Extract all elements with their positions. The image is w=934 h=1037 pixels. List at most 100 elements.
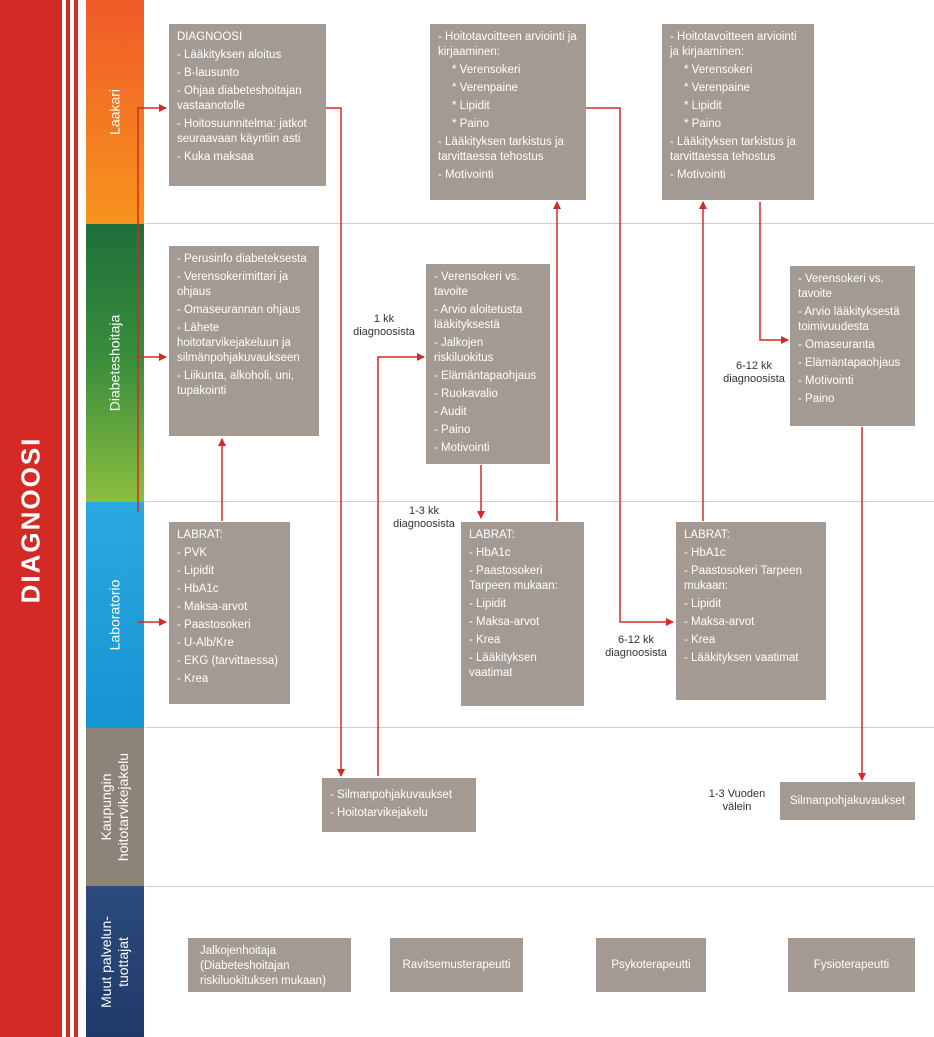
list-item: - HbA1c [684,547,726,559]
list-item: - Paino [434,424,471,436]
list-item: - Omaseuranta [798,339,875,351]
list-item: - Elämäntapaohjaus [434,370,537,382]
box-header: DIAGNOOSI [177,31,243,43]
box-laakari-eval-1: - Hoitotavoitteen arviointi ja kirjaamin… [430,24,586,200]
box-hoitaja-followup-2: - Verensokeri vs. tavoite - Arvio lääkit… [790,266,915,426]
side-stripe [74,0,78,1037]
list-item: * Verenpaine [684,82,750,94]
list-item: - Hoitosuunnitelma: jatkot seuraavaan kä… [177,118,307,145]
box-laakari-eval-2: - Hoitotavoitteen arviointi ja kirjaamin… [662,24,814,200]
lane-divider [145,727,934,728]
arrow-to-diagnosis [137,104,167,512]
box-lab-3: LABRAT: - HbA1c - Paastosokeri Tarpeen m… [676,522,826,700]
side-title-bar: DIAGNOOSI [0,0,62,1037]
list-item: - Maksa-arvot [469,616,540,628]
list-item: - Kuka maksaa [177,151,254,163]
note-1-3-vuoden: 1-3 Vuoden välein [708,788,766,813]
list-item: - Lipidit [684,598,722,610]
list-item: - Lääkityksen tarkistus ja tarvittaessa … [438,136,564,163]
box-header: LABRAT: [684,529,730,541]
box-jakelu-1: - Silmanpohjakuvaukset - Hoitotarvikejak… [322,778,476,832]
list-item: - Lääkityksen aloitus [177,49,282,61]
list-item: - Lääkityksen vaatimat [469,652,537,679]
list-item: * Verenpaine [452,82,518,94]
lane-divider [145,501,934,502]
lane-laboratorio: Laboratorio [86,502,144,728]
note-6-12kk-b: 6-12 kk diagnoosista [723,360,785,385]
box-hoitaja-followup-1: - Verensokeri vs. tavoite - Arvio aloite… [426,264,550,464]
list-item: - Maksa-arvot [177,601,248,613]
list-item: - Lipidit [177,565,215,577]
lane-muut-palveluntuottajat: Muut palvelun-tuottajat [86,886,144,1037]
arrow-diagnosis-to-jakelu [326,107,345,777]
list-item: - Hoitotavoitteen arviointi ja kirjaamin… [670,31,797,58]
list-item: - U-Alb/Kre [177,637,234,649]
box-text: Psykoterapeutti [611,958,691,971]
list-item: - Lähete hoitotarvikejakeluun ja silmänp… [177,322,300,364]
note-1-3kk: 1-3 kk diagnoosista [393,505,455,530]
box-hoitaja-intro: - Perusinfo diabeteksesta - Verensokerim… [169,246,319,436]
arrow-jakelu-to-followup [377,353,425,776]
lane-laakari: Laakari [86,0,144,224]
box-jalkojenhoitaja: Jalkojenhoitaja (Diabeteshoitajan riskil… [188,938,351,992]
list-item: - Verensokeri vs. tavoite [798,273,884,300]
side-stripe [66,0,70,1037]
list-item: * Verensokeri [452,64,521,76]
list-item: - Motivointi [434,442,490,454]
list-item: - Arvio lääkityksestä toimivuudesta [798,306,900,333]
lane-divider [145,886,934,887]
box-text: Fysioterapeutti [813,958,890,971]
list-item: * Lipidit [684,100,722,112]
arrow-eval1-to-lab3 [586,107,674,626]
note-6-12kk-a: 6-12 kk diagnoosista [605,634,667,659]
box-text: Jalkojenhoitaja (Diabeteshoitajan riskil… [200,945,326,987]
list-item: * Paino [452,118,490,130]
list-item: - Elämäntapaohjaus [798,357,901,369]
list-item: - HbA1c [469,547,511,559]
list-item: - Paino [798,393,835,405]
list-item: - Hoitotavoitteen arviointi ja kirjaamin… [438,31,577,58]
list-item: - Lääkityksen vaatimat [684,652,799,664]
list-item: - Lipidit [469,598,507,610]
arrow-eval2-to-followup2 [759,202,789,344]
box-psykoterapeutti: Psykoterapeutti [596,938,706,992]
list-item: - Krea [469,634,501,646]
list-item: - Krea [177,673,209,685]
list-item: - Ohjaa diabeteshoitajan vastaanotolle [177,85,302,112]
list-item: * Lipidit [452,100,490,112]
list-item: - Liikunta, alkoholi, uni, tupakointi [177,370,294,397]
list-item: - Maksa-arvot [684,616,755,628]
list-item: - Verensokerimittari ja ohjaus [177,271,289,298]
list-item: - Paastosokeri Tarpeen mukaan: [469,565,558,592]
box-text: Silmanpohjakuvaukset [789,794,906,807]
box-laakari-diagnosis: DIAGNOOSI - Lääkityksen aloitus - B-laus… [169,24,326,186]
list-item: - EKG (tarvittaessa) [177,655,278,667]
list-item: - PVK [177,547,208,559]
list-item: - Motivointi [670,169,726,181]
list-item: - Omaseurannan ohjaus [177,304,301,316]
box-header: LABRAT: [177,529,223,541]
list-item: * Paino [684,118,722,130]
list-item: - Paastosokeri Tarpeen mukaan: [684,565,803,592]
box-text: Ravitsemusterapeutti [402,958,511,971]
list-item: - Lääkityksen tarkistus ja tarvittaessa … [670,136,796,163]
list-item: - Motivointi [438,169,494,181]
list-item: - Arvio aloitetusta lääkityksestä [434,304,523,331]
list-item: - Motivointi [798,375,854,387]
list-item: - Paastosokeri [177,619,251,631]
list-item: - Silmanpohjakuvaukset [330,789,453,801]
box-lab-2: LABRAT: - HbA1c - Paastosokeri Tarpeen m… [461,522,584,706]
list-item: - B-lausunto [177,67,240,79]
list-item: * Verensokeri [684,64,753,76]
box-lab-1: LABRAT: - PVK - Lipidit - HbA1c - Maksa-… [169,522,290,704]
list-item: - HbA1c [177,583,219,595]
list-item: - Hoitotarvikejakelu [330,807,428,819]
list-item: - Verensokeri vs. tavoite [434,271,520,298]
box-header: LABRAT: [469,529,515,541]
list-item: - Audit [434,406,467,418]
list-item: - Ruokavalio [434,388,498,400]
box-ravitsemusterapeutti: Ravitsemusterapeutti [390,938,523,992]
list-item: - Jalkojen riskiluokitus [434,337,494,364]
list-item: - Perusinfo diabeteksesta [177,253,307,265]
